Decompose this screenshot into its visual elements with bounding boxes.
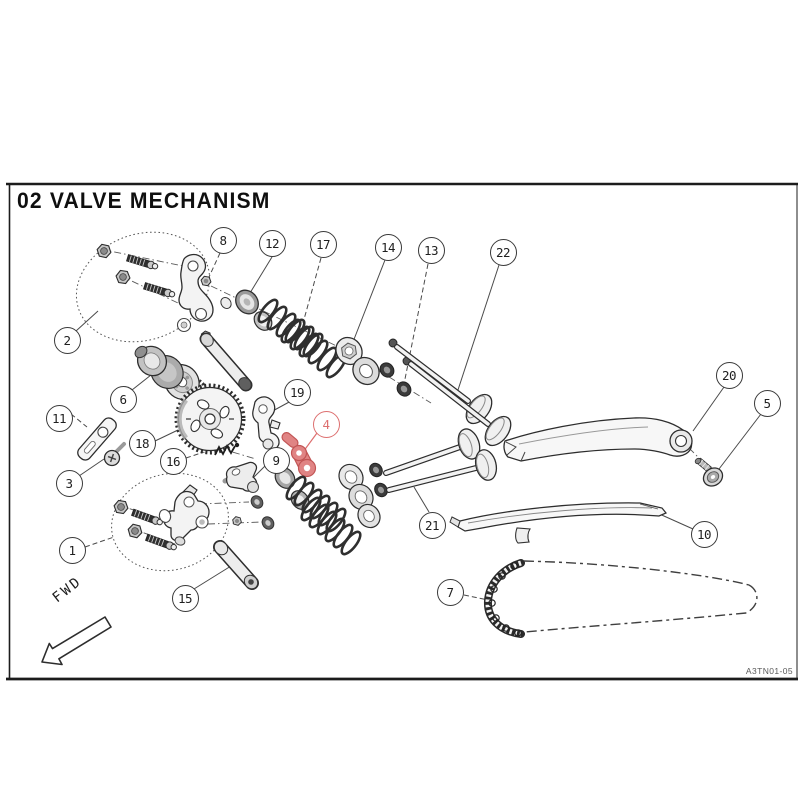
intake-valves-22: [394, 344, 512, 447]
callout-22: 22: [489, 238, 517, 266]
fwd-label: FWD: [50, 573, 86, 606]
chain-guide-10: [449, 502, 668, 544]
cam-sprocket-18: [174, 383, 246, 455]
callout-18: 18: [128, 429, 156, 457]
callout-2: 2: [53, 326, 81, 354]
callout-8: 8: [209, 226, 237, 254]
callout-19: 19: [283, 378, 311, 406]
pivot-bolt-5: [694, 457, 724, 487]
callout-7: 7: [436, 578, 464, 606]
rocker-shaft-15: [213, 540, 259, 590]
callout-1: 1: [58, 536, 86, 564]
callout-6: 6: [109, 385, 137, 413]
spring-seat-14: [335, 336, 380, 386]
callout-4: 4: [312, 410, 340, 438]
rocker-assembly-1: [112, 484, 210, 552]
page-title: 02 VALVE MECHANISM: [17, 188, 271, 213]
rocker-arm-19: [252, 396, 281, 450]
group-ellipse-rocker-1: [111, 472, 229, 572]
callout-5: 5: [753, 389, 781, 417]
callout-14: 14: [374, 233, 402, 261]
rocker-assembly-2: [95, 243, 214, 333]
rocker-shaft-upper: [199, 332, 253, 392]
exhaust-valves-21: [383, 428, 498, 493]
rocker-arm-9: [222, 461, 259, 493]
callout-11: 11: [45, 404, 73, 432]
frame-border: [6, 182, 798, 681]
fwd-arrow: FWD: [41, 573, 112, 666]
adjuster-nut-8: [199, 275, 232, 343]
screw-3: [103, 442, 126, 467]
callout-13: 13: [417, 236, 445, 264]
lower-spring-seats: [338, 462, 388, 529]
valve-springs-17: [254, 295, 350, 382]
callout-10: 10: [690, 520, 718, 548]
tensioner-arm-20: [503, 417, 693, 462]
retainer-plate-11: [77, 417, 117, 461]
callout-9: 9: [262, 446, 290, 474]
group-ellipse-rocker-2: [75, 231, 211, 343]
callout-17: 17: [309, 230, 337, 258]
callout-16: 16: [159, 447, 187, 475]
callout-21: 21: [418, 511, 446, 539]
callout-20: 20: [715, 361, 743, 389]
spring-clip-16: [214, 442, 240, 456]
callout-12: 12: [258, 229, 286, 257]
callout-3: 3: [55, 469, 83, 497]
highlighted-part-4: [281, 432, 317, 478]
leader-lines: [70, 252, 762, 602]
drawing-code: A3TN01-05: [745, 666, 793, 676]
cam-chain-7: [483, 559, 758, 638]
callout-15: 15: [171, 584, 199, 612]
